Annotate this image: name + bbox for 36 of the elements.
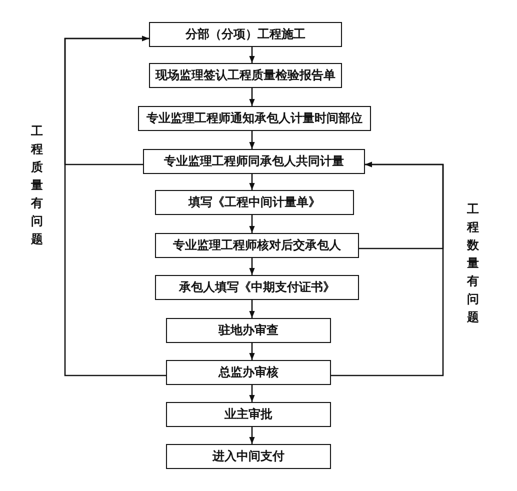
- arrow: [249, 88, 255, 106]
- step-text: 业主审批: [224, 406, 272, 423]
- process-box: [149, 22, 342, 47]
- arrow: [331, 162, 444, 376]
- step-text: 总监办审核: [218, 364, 278, 381]
- process-box: [166, 444, 331, 469]
- step-text: 专业监理工程师核对后交承包人: [173, 237, 341, 254]
- arrow: [249, 300, 255, 318]
- arrow: [249, 131, 255, 149]
- step-text: 专业监理工程师通知承包人计量时间部位: [146, 110, 362, 127]
- step-text: 进入中间支付: [212, 448, 284, 465]
- side-note: 工程质量有问题: [31, 123, 43, 248]
- process-box: [155, 275, 359, 300]
- step-text: 分部（分项）工程施工: [186, 26, 306, 43]
- side-note: 工程数量有问题: [467, 201, 479, 326]
- step-text: 驻地办审查: [218, 322, 278, 339]
- process-box: [155, 190, 354, 215]
- process-box: [166, 360, 331, 385]
- arrow: [64, 36, 166, 376]
- arrow: [249, 427, 255, 444]
- arrow: [249, 174, 255, 190]
- process-box: [143, 149, 365, 174]
- process-box: [166, 318, 331, 343]
- arrow: [249, 258, 255, 275]
- step-text: 专业监理工程师同承包人共同计量: [164, 153, 344, 170]
- step-text: 填写《工程中间计量单》: [188, 194, 320, 211]
- process-box: [138, 106, 371, 131]
- process-box: [166, 402, 331, 427]
- arrow: [249, 343, 255, 360]
- process-box: [149, 63, 342, 88]
- arrow: [249, 215, 255, 233]
- step-text: 现场监理签认工程质量检验报告单: [156, 67, 336, 84]
- arrow: [249, 47, 255, 63]
- step-text: 承包人填写《中期支付证书》: [179, 279, 335, 296]
- arrow: [249, 385, 255, 402]
- process-box: [155, 233, 359, 258]
